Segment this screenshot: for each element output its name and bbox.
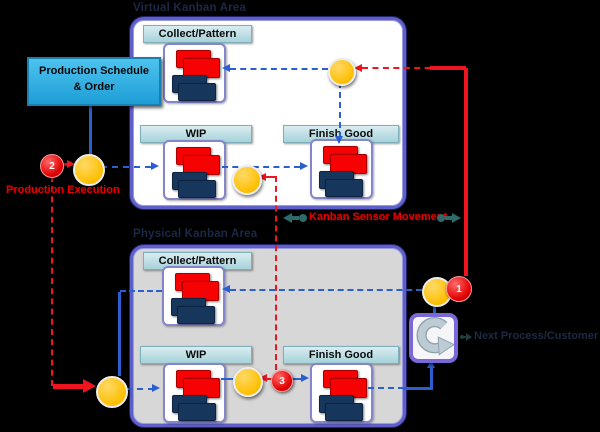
card-stack-wip-top bbox=[163, 140, 226, 200]
card-stack-finish-bottom bbox=[310, 363, 373, 423]
card-stack-wip-bottom bbox=[163, 363, 226, 423]
kanban-node-left-top bbox=[73, 154, 105, 186]
station-header-collect-top: Collect/Pattern bbox=[143, 25, 252, 43]
blue-dashed-marker-to-finish-bottom bbox=[291, 378, 303, 380]
next-process-arrow-icon bbox=[460, 333, 472, 341]
arrowhead-right-icon bbox=[300, 162, 308, 170]
blue-elbow-down-to-node bbox=[118, 292, 121, 376]
arrowhead-up-icon bbox=[427, 360, 435, 368]
red-dashed-top-right bbox=[362, 67, 462, 69]
navy-card bbox=[177, 306, 215, 324]
blue-elbow-to-cycle bbox=[403, 387, 433, 390]
station-header-wip-bottom: WIP bbox=[140, 346, 252, 364]
card-stack-finish-top bbox=[310, 139, 373, 199]
blue-up-to-cycle bbox=[430, 367, 433, 390]
blue-dashed-node-to-collect-top bbox=[230, 68, 328, 70]
schedule-to-node-line bbox=[89, 95, 92, 155]
blue-dashed-node-to-collect-bottom bbox=[230, 289, 422, 291]
kanban-node-left-bottom bbox=[96, 376, 128, 408]
blue-cycle-to-node bbox=[433, 303, 436, 313]
navy-card bbox=[178, 83, 216, 101]
blue-dashed-node-to-wip-bottom bbox=[126, 388, 154, 390]
arrowhead-right-icon bbox=[151, 162, 159, 170]
red-dashed-marker3-to-node bbox=[267, 378, 273, 380]
arrowhead-right-icon bbox=[67, 160, 75, 168]
arrowhead-right-icon bbox=[152, 384, 160, 392]
kanban-node-upper-right bbox=[328, 58, 356, 86]
red-solid-right-vertical bbox=[464, 68, 468, 276]
arrowhead-right-icon bbox=[301, 374, 309, 382]
red-marker2-to-node bbox=[60, 163, 69, 166]
blue-dashed-wip-to-node-bottom bbox=[221, 378, 233, 380]
blue-dashed-node-to-wip-top bbox=[101, 166, 151, 168]
physical-area-title: Physical Kanban Area bbox=[133, 228, 258, 240]
blue-dashed-node-down-finish-top bbox=[339, 82, 341, 138]
virtual-area-title: Virtual Kanban Area bbox=[133, 2, 247, 14]
navy-card bbox=[178, 403, 216, 421]
arrowhead-left-icon bbox=[222, 64, 230, 72]
step-marker-3: 3 bbox=[271, 370, 293, 392]
production-execution-label: Production Execution bbox=[6, 184, 120, 196]
red-dashed-marker3-up bbox=[275, 176, 277, 370]
navy-card bbox=[325, 179, 363, 197]
arrowhead-left-icon bbox=[222, 285, 230, 293]
blue-dashed-collect-bottom-out bbox=[120, 290, 162, 292]
kanban-node-middle-top bbox=[232, 165, 262, 195]
legend-arrow-right-icon bbox=[437, 212, 461, 224]
cycle-arrow-icon bbox=[416, 317, 455, 356]
arrowhead-right-icon bbox=[83, 379, 96, 393]
arrowhead-left-icon bbox=[354, 64, 362, 72]
navy-card bbox=[178, 180, 216, 198]
blue-dashed-wip-to-finish-top bbox=[222, 166, 300, 168]
red-solid-top-corner bbox=[430, 66, 466, 70]
arrowhead-left-icon bbox=[259, 374, 267, 382]
red-solid-into-node-bottom bbox=[53, 384, 84, 389]
card-stack-collect-top bbox=[163, 43, 226, 103]
kanban-sensor-movement-label: Kanban Sensor Movement bbox=[309, 211, 448, 223]
kanban-node-middle-bottom bbox=[233, 367, 263, 397]
schedule-line2: & Order bbox=[73, 81, 115, 93]
red-dashed-execution-down bbox=[51, 176, 53, 386]
step-marker-1: 1 bbox=[446, 276, 472, 302]
red-dashed-into-node-middle-top bbox=[266, 176, 277, 178]
blue-dashed-finish-bottom-out bbox=[368, 387, 404, 389]
card-stack-collect-bottom bbox=[162, 266, 225, 326]
arrowhead-left-icon bbox=[258, 173, 266, 181]
production-schedule-box: Production Schedule & Order bbox=[27, 57, 161, 106]
delivery-cycle-box bbox=[409, 313, 458, 363]
navy-card bbox=[325, 403, 363, 421]
arrowhead-down-icon bbox=[335, 136, 343, 144]
legend-arrow-left-icon bbox=[283, 212, 307, 224]
station-header-finish-bottom: Finish Good bbox=[283, 346, 399, 364]
step-marker-2: 2 bbox=[40, 154, 64, 178]
next-process-label: Next Process/Customer bbox=[474, 330, 599, 342]
schedule-line1: Production Schedule bbox=[38, 65, 149, 77]
